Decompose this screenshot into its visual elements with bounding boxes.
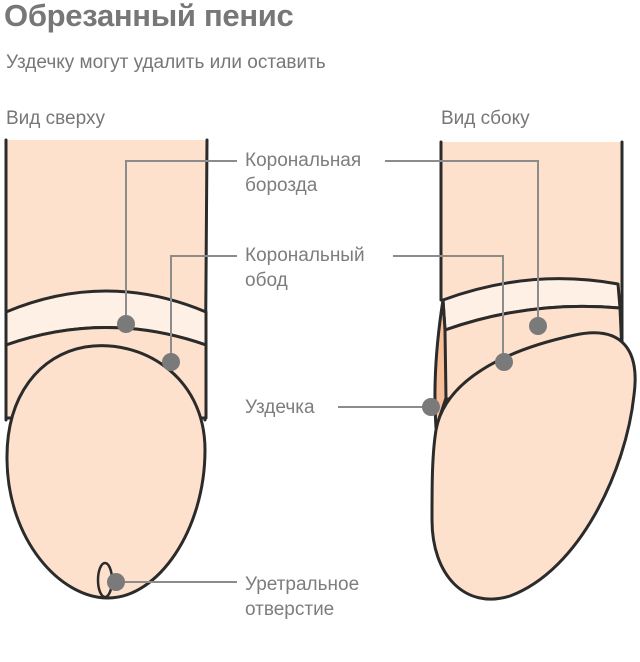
top-view-glans (5, 344, 207, 600)
callout-coronal-sulcus-line1: Корональная (245, 150, 362, 171)
callout-corona-line1: Корональный (245, 245, 365, 266)
page-subtitle: Уздечку могут удалить или оставить (6, 52, 326, 73)
callout-frenulum-line1: Уздечка (245, 397, 315, 418)
top-view-label: Вид сверху (6, 108, 105, 129)
marker-meatus (107, 573, 125, 591)
side-view-label: Вид сбоку (441, 108, 530, 129)
callout-corona: Корональный обод (245, 243, 365, 293)
callout-urethral-meatus: Уретральное отверстие (245, 572, 359, 622)
side-view-illustration (430, 140, 637, 601)
callout-markers (107, 315, 547, 591)
leader-lines (117, 160, 539, 583)
marker-sulcus-side (529, 317, 547, 335)
leader-sulcus-top (125, 160, 237, 322)
leader-corona-side (393, 255, 504, 360)
callout-urethral-meatus-line2: отверстие (245, 599, 335, 620)
callout-coronal-sulcus: Корональная борозда (245, 148, 361, 198)
marker-corona-side (495, 353, 513, 371)
callout-corona-line2: обод (245, 270, 288, 291)
leader-corona-top (170, 255, 237, 361)
page-title: Обрезанный пенис (4, 0, 294, 33)
callout-frenulum: Уздечка (245, 395, 315, 420)
marker-frenulum (422, 398, 440, 416)
callout-urethral-meatus-line1: Уретральное (245, 574, 360, 595)
side-view-glans (430, 331, 637, 601)
marker-corona-top (162, 353, 180, 371)
marker-sulcus-top (117, 315, 135, 333)
callout-coronal-sulcus-line2: борозда (245, 175, 318, 196)
top-view-illustration (4, 138, 209, 600)
leader-sulcus-side (385, 160, 539, 325)
